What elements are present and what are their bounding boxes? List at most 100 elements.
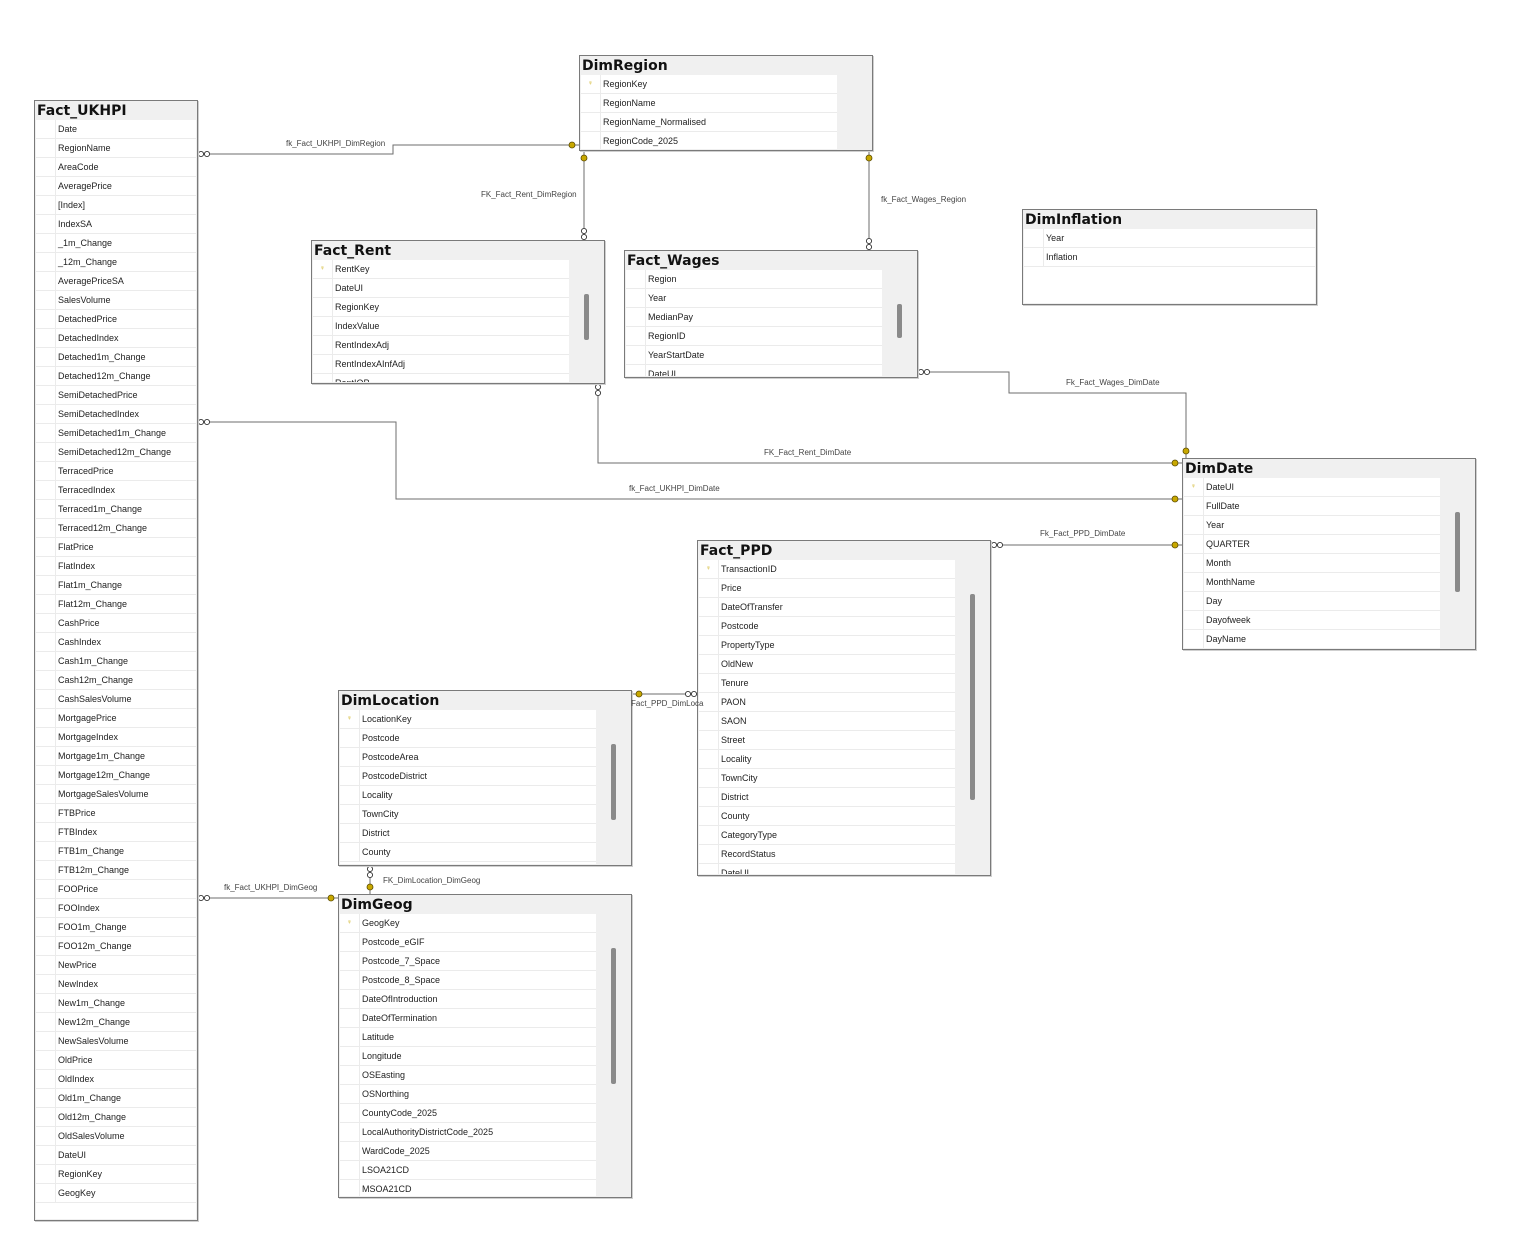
table-title[interactable]: DimInflation bbox=[1023, 210, 1316, 228]
relationship-fk-fact-ukhpi-dimgeog[interactable] bbox=[197, 894, 338, 902]
column-row[interactable]: Inflation bbox=[1024, 248, 1315, 267]
column-row[interactable]: LSOA21CD bbox=[340, 1161, 596, 1180]
row-selector[interactable] bbox=[36, 272, 56, 290]
column-row[interactable]: WardCode_2025 bbox=[340, 1142, 596, 1161]
column-row[interactable]: Postcode bbox=[699, 617, 955, 636]
column-row[interactable]: ♀RentKey bbox=[313, 260, 569, 279]
column-row[interactable]: Tenure bbox=[699, 674, 955, 693]
column-row[interactable]: Postcode_8_Space bbox=[340, 971, 596, 990]
row-selector[interactable] bbox=[36, 1032, 56, 1050]
row-selector[interactable] bbox=[36, 690, 56, 708]
column-row[interactable]: OSNorthing bbox=[340, 1085, 596, 1104]
column-row[interactable]: PostcodeDistrict bbox=[340, 767, 596, 786]
row-selector[interactable] bbox=[340, 786, 360, 804]
vertical-scrollbar[interactable] bbox=[569, 260, 603, 382]
row-selector[interactable] bbox=[36, 196, 56, 214]
row-selector[interactable] bbox=[699, 693, 719, 711]
row-selector[interactable] bbox=[340, 1180, 360, 1196]
row-selector[interactable] bbox=[36, 253, 56, 271]
column-row[interactable]: Locality bbox=[340, 786, 596, 805]
column-row[interactable]: NewSalesVolume bbox=[36, 1032, 196, 1051]
relationship-label[interactable]: fk_Fact_UKHPI_DimGeog bbox=[224, 883, 318, 892]
row-selector[interactable] bbox=[36, 1013, 56, 1031]
column-row[interactable]: AveragePriceSA bbox=[36, 272, 196, 291]
row-selector[interactable]: ♀ bbox=[313, 260, 333, 278]
row-selector[interactable] bbox=[340, 933, 360, 951]
row-selector[interactable] bbox=[1184, 592, 1204, 610]
row-selector[interactable] bbox=[36, 1146, 56, 1164]
row-selector[interactable] bbox=[36, 367, 56, 385]
row-selector[interactable]: ♀ bbox=[699, 560, 719, 578]
column-row[interactable]: PAON bbox=[699, 693, 955, 712]
row-selector[interactable] bbox=[36, 424, 56, 442]
vertical-scrollbar[interactable] bbox=[596, 914, 630, 1196]
row-selector[interactable] bbox=[36, 595, 56, 613]
row-selector[interactable] bbox=[340, 824, 360, 842]
table-title[interactable]: DimDate bbox=[1183, 459, 1475, 477]
row-selector[interactable] bbox=[699, 807, 719, 825]
row-selector[interactable] bbox=[36, 918, 56, 936]
column-row[interactable]: NewIndex bbox=[36, 975, 196, 994]
column-row[interactable]: Year bbox=[1184, 516, 1440, 535]
relationship-fk-fact-ukhpi-dimregion[interactable] bbox=[197, 141, 579, 158]
column-row[interactable]: DateUI bbox=[313, 279, 569, 298]
table-title[interactable]: DimRegion bbox=[580, 56, 872, 74]
table-title[interactable]: DimGeog bbox=[339, 895, 631, 913]
row-selector[interactable] bbox=[1184, 497, 1204, 515]
row-selector[interactable] bbox=[1184, 535, 1204, 553]
relationship-fk-dimlocation-dimgeog[interactable] bbox=[366, 865, 374, 894]
column-row[interactable]: IndexSA bbox=[36, 215, 196, 234]
row-selector[interactable] bbox=[340, 1142, 360, 1160]
row-selector[interactable]: ♀ bbox=[1184, 478, 1204, 496]
column-row[interactable]: Postcode bbox=[340, 729, 596, 748]
column-row[interactable]: RentIOP bbox=[313, 374, 569, 382]
column-row[interactable]: FTBIndex bbox=[36, 823, 196, 842]
column-row[interactable]: FTB1m_Change bbox=[36, 842, 196, 861]
row-selector[interactable] bbox=[699, 617, 719, 635]
row-selector[interactable] bbox=[1184, 611, 1204, 629]
row-selector[interactable] bbox=[36, 1089, 56, 1107]
row-selector[interactable] bbox=[36, 880, 56, 898]
relationship-label[interactable]: FK_Fact_Rent_DimDate bbox=[764, 448, 852, 457]
row-selector[interactable] bbox=[581, 132, 601, 149]
column-row[interactable]: RentIndexAdj bbox=[313, 336, 569, 355]
row-selector[interactable] bbox=[1184, 630, 1204, 648]
column-row[interactable]: GeogKey bbox=[36, 1184, 196, 1203]
column-row[interactable]: FOO1m_Change bbox=[36, 918, 196, 937]
relationship-line[interactable] bbox=[198, 421, 1182, 500]
column-row[interactable]: AveragePrice bbox=[36, 177, 196, 196]
column-row[interactable]: Terraced12m_Change bbox=[36, 519, 196, 538]
row-selector[interactable] bbox=[36, 728, 56, 746]
vertical-scrollbar[interactable] bbox=[882, 270, 916, 376]
column-row[interactable]: ♀LocationKey bbox=[340, 710, 596, 729]
row-selector[interactable] bbox=[36, 329, 56, 347]
vertical-scrollbar[interactable] bbox=[837, 75, 871, 149]
column-row[interactable]: DetachedPrice bbox=[36, 310, 196, 329]
relationship-label[interactable]: Fk_Fact_PPD_DimDate bbox=[1040, 529, 1126, 538]
row-selector[interactable] bbox=[1184, 516, 1204, 534]
relationship-label[interactable]: FK_DimLocation_DimGeog bbox=[383, 876, 481, 885]
relationship-label[interactable]: FK_Fact_Rent_DimRegion bbox=[481, 190, 577, 199]
relationship-fk-fact-ukhpi-dimdate[interactable] bbox=[197, 418, 1182, 503]
relationship-line[interactable] bbox=[597, 384, 1182, 464]
row-selector[interactable] bbox=[1184, 573, 1204, 591]
vertical-scrollbar[interactable] bbox=[955, 560, 989, 874]
row-selector[interactable] bbox=[699, 598, 719, 616]
column-row[interactable]: _12m_Change bbox=[36, 253, 196, 272]
column-row[interactable]: NewPrice bbox=[36, 956, 196, 975]
column-row[interactable]: Locality bbox=[699, 750, 955, 769]
column-row[interactable]: RegionName bbox=[581, 94, 837, 113]
column-row[interactable]: Region bbox=[626, 270, 882, 289]
column-row[interactable]: Longitude bbox=[340, 1047, 596, 1066]
row-selector[interactable] bbox=[36, 994, 56, 1012]
relationship-fk-fact-wages-region[interactable] bbox=[865, 151, 873, 251]
table-title[interactable]: Fact_PPD bbox=[698, 541, 990, 559]
row-selector[interactable] bbox=[340, 952, 360, 970]
row-selector[interactable] bbox=[340, 843, 360, 861]
column-row[interactable]: Old1m_Change bbox=[36, 1089, 196, 1108]
row-selector[interactable] bbox=[313, 298, 333, 316]
